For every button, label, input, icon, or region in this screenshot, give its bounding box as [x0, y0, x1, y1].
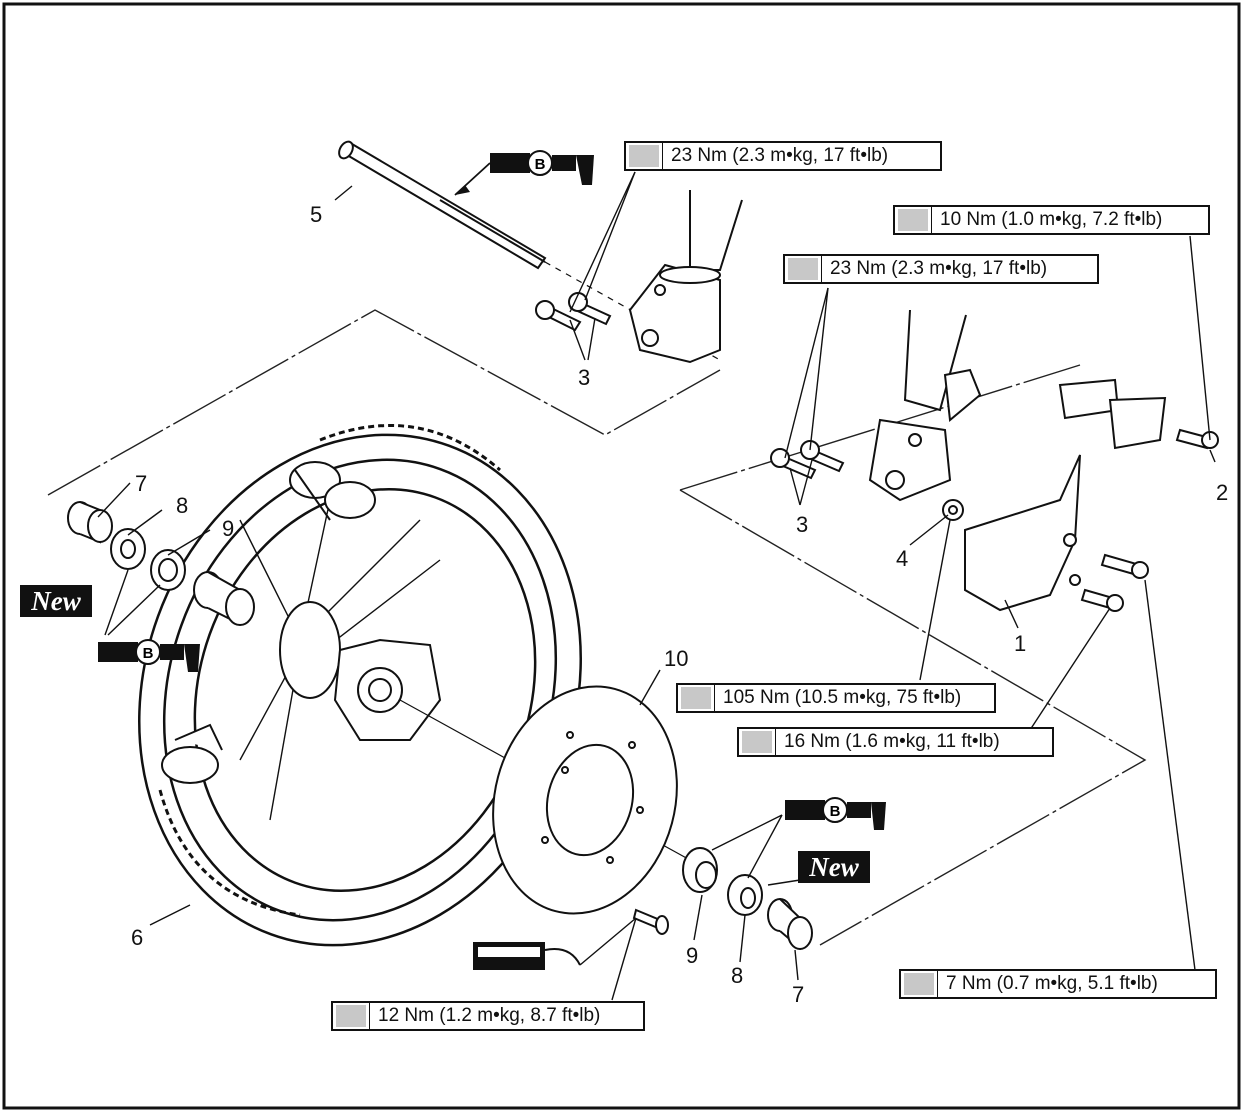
left-fork-leg [628, 190, 743, 364]
grease-b-label: B [535, 156, 546, 173]
right-spacers-bearings [682, 847, 813, 951]
tire-insert [161, 461, 376, 784]
grease-b-label: B [830, 803, 841, 820]
torque-spec-text: 12 Nm (1.2 m•kg, 8.7 ft•lb) [378, 1005, 601, 1026]
torque-spec-text: 16 Nm (1.6 m•kg, 11 ft•lb) [784, 731, 1000, 752]
thread-locker-icon [473, 942, 581, 970]
callout-bolts-left: 3 [578, 365, 591, 390]
callout-axle: 5 [310, 202, 323, 227]
torque-spec-cover-bolt: 16 Nm (1.6 m•kg, 11 ft•lb) [737, 727, 1054, 757]
callout-seal-right: 8 [731, 963, 744, 988]
callout-caliper-bolt: 2 [1216, 480, 1229, 505]
disc-bolt [632, 908, 669, 935]
wrench-torque-icon [333, 1003, 370, 1029]
callout-spacer-right: 7 [792, 982, 805, 1007]
torque-spec-text: 105 Nm (10.5 m•kg, 75 ft•lb) [723, 687, 962, 708]
callout-seal-left: 8 [176, 493, 189, 518]
new-badge: New [798, 851, 870, 883]
torque-spec-cover-bolt-2: 7 Nm (0.7 m•kg, 5.1 ft•lb) [899, 969, 1217, 999]
torque-spec-disc-bolt: 12 Nm (1.2 m•kg, 8.7 ft•lb) [331, 1001, 645, 1031]
bolts-left [535, 292, 612, 332]
torque-spec-text: 23 Nm (2.3 m•kg, 17 ft•lb) [830, 258, 1048, 279]
caliper-plate [1058, 378, 1219, 450]
wrench-torque-icon [785, 256, 822, 282]
callout-axle-nut: 4 [896, 546, 909, 571]
torque-spec-caliper-bolt: 10 Nm (1.0 m•kg, 7.2 ft•lb) [893, 205, 1210, 235]
torque-spec-fork-bolts-left: 23 Nm (2.3 m•kg, 17 ft•lb) [624, 141, 942, 171]
grease-gun-icon [454, 150, 594, 196]
callout-bearing-right: 9 [686, 943, 699, 968]
grease-gun-icon [785, 797, 886, 830]
new-badge: New [20, 585, 92, 617]
torque-spec-axle-nut: 105 Nm (10.5 m•kg, 75 ft•lb) [676, 683, 996, 713]
leader-lines [97, 171, 1216, 1001]
wrench-torque-icon [626, 143, 663, 169]
disc-cover [964, 454, 1081, 612]
torque-spec-text: 23 Nm (2.3 m•kg, 17 ft•lb) [671, 145, 889, 166]
wrench-torque-icon [678, 685, 715, 711]
callout-brake-disc: 10 [664, 646, 689, 671]
bolts-right [770, 440, 845, 480]
callout-bearing-left: 9 [222, 516, 235, 541]
left-spacers-bearings [67, 501, 255, 626]
callout-disc-cover: 1 [1014, 631, 1027, 656]
grease-b-label: B [143, 645, 154, 662]
wrench-torque-icon [901, 971, 938, 997]
wrench-torque-icon [739, 729, 776, 755]
torque-spec-fork-bolts-right: 23 Nm (2.3 m•kg, 17 ft•lb) [783, 254, 1099, 284]
torque-spec-text: 7 Nm (0.7 m•kg, 5.1 ft•lb) [946, 973, 1158, 994]
brake-disc [492, 685, 678, 915]
grease-gun-icon [98, 639, 200, 672]
grease-b-letters: B B B [143, 156, 841, 820]
right-fork-leg [868, 309, 982, 502]
callout-wheel: 6 [131, 925, 144, 950]
torque-spec-text: 10 Nm (1.0 m•kg, 7.2 ft•lb) [940, 209, 1163, 230]
wrench-torque-icon [895, 207, 932, 233]
callout-spacer-left: 7 [135, 471, 148, 496]
callout-bolts-right: 3 [796, 512, 809, 537]
